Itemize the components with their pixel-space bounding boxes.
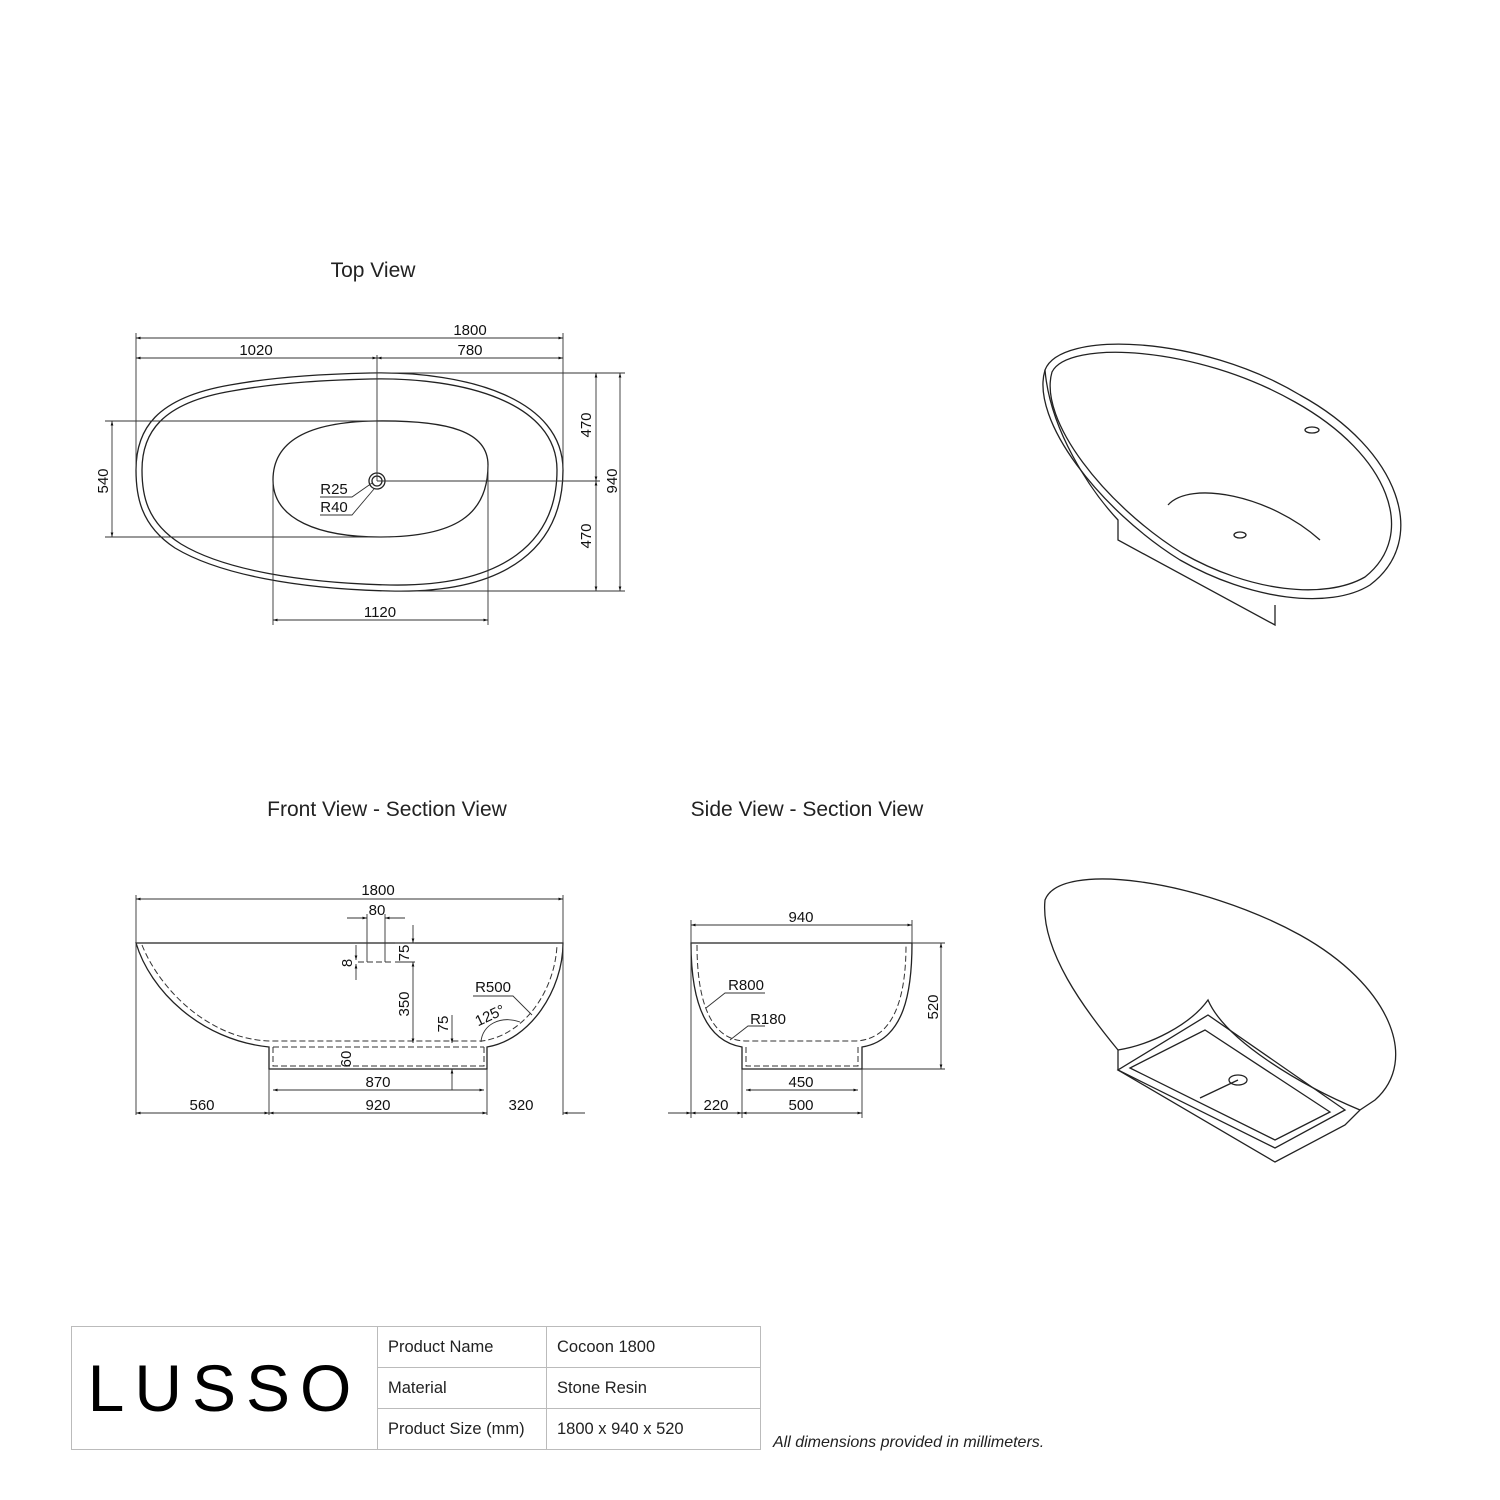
front-dim-80: 80 [369,902,386,919]
top-view-title: Top View [331,259,417,282]
dimensions-note: All dimensions provided in millimeters. [773,1434,1045,1451]
dim-470-bottom: 470 [578,523,595,548]
isometric-view-bottom [1044,878,1397,1163]
dim-r25: R25 [320,481,348,498]
lusso-logo: LUSSO [71,1326,378,1450]
dim-470-top: 470 [578,412,595,437]
side-view: Side View - Section View 940 R800 R180 5… [668,798,945,1118]
spec-table: LUSSO Product Name Cocoon 1800 Material … [71,1326,761,1450]
front-dim-r500: R500 [475,979,511,996]
front-dim-1800: 1800 [361,882,394,899]
isometric-view-top [1042,343,1402,627]
dim-r40: R40 [320,499,348,516]
front-dim-920: 920 [365,1097,390,1114]
spec-value: Stone Resin [546,1367,761,1409]
side-dim-520: 520 [925,994,942,1019]
dim-540: 540 [95,468,112,493]
dim-780: 780 [457,342,482,359]
spec-value: Cocoon 1800 [546,1326,761,1368]
dim-940: 940 [604,468,621,493]
front-body [135,942,564,1070]
front-dim-320: 320 [508,1097,533,1114]
side-body [690,942,913,1070]
side-dim-r800: R800 [728,977,764,994]
side-dim-940: 940 [788,909,813,926]
basin-outline [272,420,489,538]
dim-1800: 1800 [453,322,486,339]
front-view-title: Front View - Section View [267,798,507,821]
tub-outer-outline [135,372,564,592]
front-view: Front View - Section View 1800 80 8 75 3… [135,798,585,1115]
front-dim-8: 8 [339,959,356,967]
front-dim-560: 560 [189,1097,214,1114]
dim-1120: 1120 [364,604,396,621]
front-dim-350: 350 [396,991,413,1016]
side-dim-220: 220 [703,1097,728,1114]
top-view: Top View 1800 1020 780 470 470 940 540 1… [95,259,625,625]
dim-1020: 1020 [239,342,272,359]
spec-value: 1800 x 940 x 520 [546,1408,761,1450]
front-dim-75-floor: 75 [435,1016,452,1033]
front-dim-870: 870 [365,1074,390,1091]
side-dim-r180: R180 [750,1011,786,1028]
front-dim-75-overflow: 75 [396,945,413,962]
side-dim-450: 450 [788,1074,813,1091]
side-view-title: Side View - Section View [691,798,925,821]
spec-label: Product Size (mm) [377,1408,547,1450]
front-dim-angle: 125° [472,1002,507,1031]
spec-label: Material [377,1367,547,1409]
side-dim-500: 500 [788,1097,813,1114]
front-dim-60: 60 [338,1051,355,1068]
tub-inner-outline [141,378,558,586]
spec-label: Product Name [377,1326,547,1368]
